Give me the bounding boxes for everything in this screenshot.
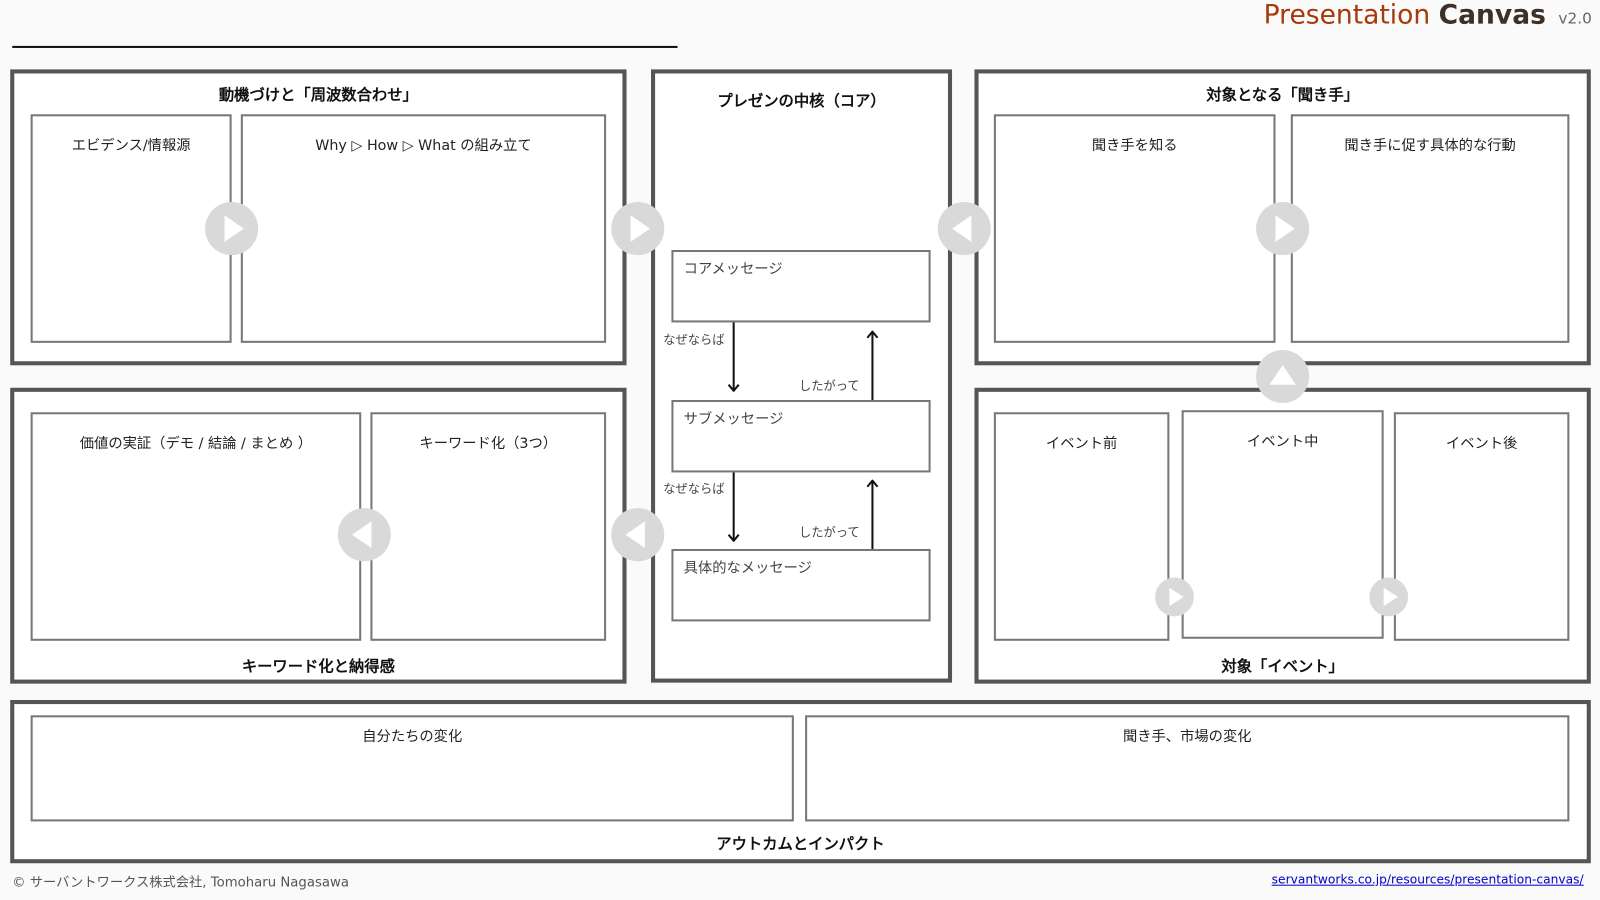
event-panel: イベント前 イベント中 イベント後 対象「イベント」 — [974, 387, 1591, 684]
evidence-label: エビデンス/情報源 — [71, 137, 191, 155]
market-change-box[interactable]: 聞き手、市場の変化 — [805, 715, 1570, 822]
app-title: Presentation Canvas v2.0 — [1264, 0, 1592, 31]
arrow-left-icon — [337, 508, 391, 562]
motivation-title: 動機づけと「周波数合わせ」 — [218, 85, 418, 105]
arrow-up-icon — [866, 330, 879, 400]
therefore-label-2: したがって — [798, 525, 860, 540]
keywords-title: キーワード化と納得感 — [241, 657, 395, 676]
concrete-message-box[interactable]: 具体的なメッセージ — [671, 548, 931, 622]
after-event-box[interactable]: イベント後 — [1393, 412, 1570, 641]
audience-panel: 対象となる「聞き手」 聞き手を知る 聞き手に促す具体的な行動 — [974, 69, 1591, 366]
motivation-panel: 動機づけと「周波数合わせ」 エビデンス/情報源 Why ▷ How ▷ What… — [10, 69, 627, 366]
market-change-label: 聞き手、市場の変化 — [1122, 728, 1252, 745]
arrow-left-icon — [611, 508, 665, 562]
concrete-message-label: 具体的なメッセージ — [683, 560, 812, 577]
arrow-up-icon — [866, 479, 879, 549]
outcome-title: アウトカムとインパクト — [716, 834, 885, 854]
keyword-box[interactable]: キーワード化（3つ） — [370, 412, 607, 641]
title-presentation: Presentation — [1263, 0, 1431, 31]
audience-title: 対象となる「聞き手」 — [1206, 85, 1359, 105]
value-box[interactable]: 価値の実証（デモ / 結論 / まとめ ） — [30, 412, 362, 641]
audience-action-label: 聞き手に促す具体的な行動 — [1344, 137, 1516, 155]
therefore-label-1: したがって — [798, 378, 860, 393]
arrow-right-icon — [611, 202, 665, 256]
canvas-resource-link[interactable]: servantworks.co.jp/resources/presentatio… — [1271, 872, 1584, 887]
because-label-2: なぜならば — [663, 481, 725, 496]
know-audience-box[interactable]: 聞き手を知る — [993, 114, 1276, 343]
because-label-1: なぜならば — [663, 332, 725, 347]
our-change-box[interactable]: 自分たちの変化 — [30, 715, 794, 822]
value-label: 価値の実証（デモ / 結論 / まとめ ） — [79, 435, 313, 453]
after-event-label: イベント後 — [1445, 435, 1518, 453]
arrow-down-icon — [727, 322, 740, 392]
arrow-left-icon — [937, 202, 991, 256]
version-label: v2.0 — [1558, 9, 1592, 28]
core-panel: プレゼンの中核（コア） コアメッセージ サブメッセージ 具体的なメッセージ なぜ… — [651, 69, 953, 683]
during-event-box[interactable]: イベント中 — [1181, 410, 1384, 639]
arrow-up-icon — [1256, 349, 1310, 404]
before-event-label: イベント前 — [1045, 435, 1118, 453]
audience-action-box[interactable]: 聞き手に促す具体的な行動 — [1290, 114, 1570, 343]
event-title: 対象「イベント」 — [1221, 657, 1344, 676]
during-event-label: イベント中 — [1246, 433, 1319, 450]
sub-message-label: サブメッセージ — [683, 411, 784, 428]
sub-message-box[interactable]: サブメッセージ — [671, 399, 931, 473]
arrow-right-icon — [1369, 577, 1409, 617]
arrow-down-icon — [727, 472, 740, 542]
core-message-box[interactable]: コアメッセージ — [671, 249, 931, 323]
title-canvas: Canvas — [1438, 0, 1546, 31]
keyword-label: キーワード化（3つ） — [419, 435, 558, 453]
structure-label: Why ▷ How ▷ What の組み立て — [315, 137, 532, 155]
arrow-right-icon — [1256, 202, 1310, 256]
know-audience-label: 聞き手を知る — [1091, 137, 1178, 155]
before-event-box[interactable]: イベント前 — [993, 412, 1170, 641]
core-title: プレゼンの中核（コア） — [717, 91, 886, 111]
arrow-right-icon — [1155, 577, 1194, 617]
copyright: © サーバントワークス株式会社, Tomoharu Nagasawa — [12, 875, 349, 891]
structure-box[interactable]: Why ▷ How ▷ What の組み立て — [240, 114, 607, 343]
evidence-box[interactable]: エビデンス/情報源 — [30, 114, 232, 343]
our-change-label: 自分たちの変化 — [362, 728, 463, 745]
keywords-panel: 価値の実証（デモ / 結論 / まとめ ） キーワード化（3つ） キーワード化と… — [10, 387, 627, 684]
header-line — [12, 45, 678, 48]
core-message-label: コアメッセージ — [683, 261, 783, 278]
outcome-panel: 自分たちの変化 聞き手、市場の変化 アウトカムとインパクト — [10, 699, 1591, 864]
arrow-right-icon — [205, 202, 259, 256]
